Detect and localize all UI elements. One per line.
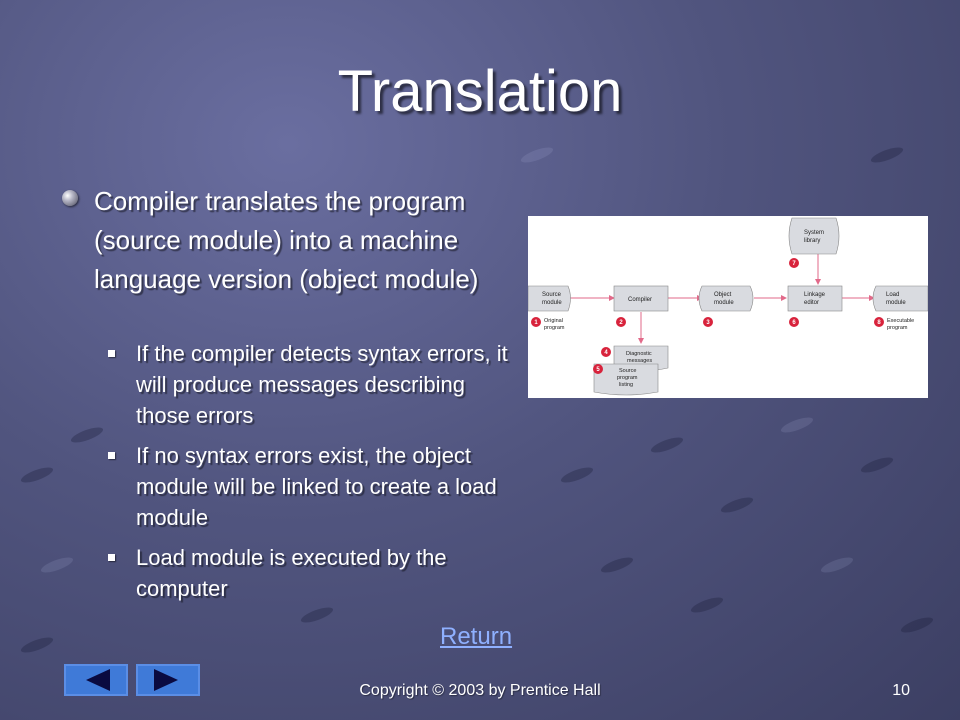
object-module-label-1: Object: [714, 292, 732, 298]
step-1: 1: [534, 320, 538, 326]
listing-label-2: program: [617, 375, 638, 381]
source-module-label-2: module: [542, 300, 562, 306]
linkage-editor-label-1: Linkage: [804, 292, 826, 298]
step-6: 6: [792, 320, 796, 326]
step-markers: 1 2 3 4 5 6 7 8: [531, 258, 884, 374]
orb-bullet-icon: [62, 190, 78, 206]
sub-bullet-text: If no syntax errors exist, the object mo…: [136, 443, 497, 530]
system-library-label-2: library: [804, 238, 820, 244]
next-slide-button[interactable]: [136, 664, 200, 696]
executable-program-label-1: Executable: [887, 318, 914, 324]
linkage-editor-box: Linkage editor: [787, 285, 843, 312]
system-library-label-1: System: [804, 230, 824, 236]
page-number: 10: [892, 682, 910, 699]
source-listing-box: Source program listing: [593, 363, 659, 396]
square-bullet-icon: [108, 350, 115, 357]
main-bullet-text: Compiler translates the program (source …: [94, 186, 479, 294]
step-7: 7: [792, 261, 796, 267]
source-module-label-1: Source: [542, 292, 562, 298]
executable-program-label-2: program: [887, 325, 908, 331]
load-module-label-2: module: [886, 300, 906, 306]
flow-arrows: [570, 254, 875, 344]
step-3: 3: [706, 320, 710, 326]
sub-bullet-item: If no syntax errors exist, the object mo…: [108, 440, 518, 533]
slide-title: Translation: [337, 59, 623, 124]
translation-diagram: Source module Compiler Object module Lin…: [527, 216, 929, 398]
square-bullet-icon: [108, 452, 115, 459]
object-module-label-2: module: [714, 300, 734, 306]
step-5: 5: [596, 367, 600, 373]
diagnostic-label-2: messages: [627, 358, 652, 364]
listing-label-3: listing: [619, 382, 633, 388]
system-library-box: System library: [788, 217, 840, 255]
load-module-box: Load module: [872, 285, 929, 312]
sub-bullet-list: If the compiler detects syntax errors, i…: [108, 338, 518, 613]
source-module-box: Source module: [527, 285, 571, 312]
sub-bullet-item: Load module is executed by the computer: [108, 542, 518, 604]
original-program-label-2: program: [544, 325, 565, 331]
compiler-box: Compiler: [613, 285, 669, 312]
original-program-label-1: Original: [544, 318, 563, 324]
square-bullet-icon: [108, 554, 115, 561]
sub-bullet-text: Load module is executed by the computer: [136, 545, 447, 601]
load-module-label-1: Load: [886, 292, 899, 298]
diagnostic-label-1: Diagnostic: [626, 351, 652, 357]
triangle-right-icon: [154, 669, 178, 691]
triangle-left-icon: [86, 669, 110, 691]
step-8: 8: [877, 320, 881, 326]
sub-bullet-text: If the compiler detects syntax errors, i…: [136, 341, 508, 428]
compiler-label: Compiler: [628, 297, 652, 303]
sub-bullet-item: If the compiler detects syntax errors, i…: [108, 338, 518, 431]
diagram-svg: Source module Compiler Object module Lin…: [527, 217, 929, 396]
object-module-box: Object module: [698, 285, 754, 312]
footer-copyright: Copyright © 2003 by Prentice Hall: [359, 682, 601, 699]
return-link[interactable]: Return: [440, 623, 513, 650]
step-2: 2: [619, 320, 623, 326]
previous-slide-button[interactable]: [64, 664, 128, 696]
main-bullet: Compiler translates the program (source …: [62, 182, 517, 299]
step-4: 4: [604, 350, 608, 356]
linkage-editor-label-2: editor: [804, 300, 819, 306]
listing-label-1: Source: [619, 368, 636, 374]
